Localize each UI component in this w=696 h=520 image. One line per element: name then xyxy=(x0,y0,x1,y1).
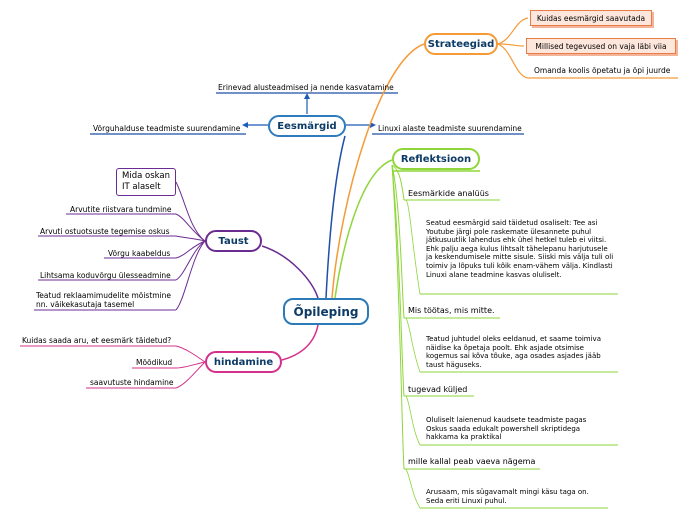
topic-reflektsioon[interactable]: Reflektsioon xyxy=(392,148,480,170)
strateegiad-item-1[interactable]: Millised tegevused on vaja läbi viia xyxy=(526,38,676,54)
taust-item-4[interactable]: Lihtsama koduvõrgu ülesseadmine xyxy=(40,271,171,280)
taust-item-2[interactable]: Arvuti ostuotsuste tegemise oskus xyxy=(40,227,170,236)
taust-item-1[interactable]: Arvutite riistvara tundmine xyxy=(70,205,172,214)
central-topic[interactable]: Õpileping xyxy=(283,298,369,325)
reflektsioon-section-title-3[interactable]: mille kallal peab vaeva nägema xyxy=(408,457,536,466)
topic-strateegiad[interactable]: Strateegiad xyxy=(424,33,498,55)
taust-item-5[interactable]: Teatud reklaamimudelite mõistmine nn. vä… xyxy=(36,291,172,309)
reflektsioon-section-title-0[interactable]: Eesmärkide analüüs xyxy=(408,189,489,198)
hindamine-item-0[interactable]: Kuidas saada aru, et eesmärk täidetud? xyxy=(22,336,172,345)
reflektsioon-section-text-0: Seatud eesmärgid said täidetud osaliselt… xyxy=(426,219,614,279)
reflektsioon-section-title-1[interactable]: Mis töötas, mis mitte. xyxy=(408,306,495,315)
hindamine-item-2[interactable]: saavutuste hindamine xyxy=(90,378,174,387)
taust-item-0[interactable]: Mida oskan IT alaselt xyxy=(116,168,176,196)
eesmargid-item-2[interactable]: Linuxi alaste teadmiste suurendamine xyxy=(378,124,522,133)
reflektsioon-section-text-1: Teatud juhtudel oleks eeldanud, et saame… xyxy=(426,335,601,369)
reflektsioon-section-text-2: Oluliselt laienenud kaudsete teadmiste p… xyxy=(426,416,587,442)
topic-taust[interactable]: Taust xyxy=(205,230,262,252)
taust-item-3[interactable]: Võrgu kaabeldus xyxy=(108,249,171,258)
hindamine-item-1[interactable]: Mõõdikud xyxy=(136,358,173,367)
eesmargid-item-0[interactable]: Erinevad alusteadmised ja nende kasvatam… xyxy=(218,83,394,92)
reflektsioon-section-text-3: Arusaam, mis sügavamalt mingi käsu taga … xyxy=(426,488,589,505)
reflektsioon-section-title-2[interactable]: tugevad küljed xyxy=(408,385,468,394)
strateegiad-item-2[interactable]: Omanda koolis õpetatu ja õpi juurde xyxy=(534,66,671,75)
strateegiad-item-0[interactable]: Kuidas eesmärgid saavutada xyxy=(530,10,652,26)
topic-hindamine[interactable]: hindamine xyxy=(205,351,282,373)
topic-eesmargid[interactable]: Eesmärgid xyxy=(268,115,346,137)
eesmargid-item-1[interactable]: Võrguhalduse teadmiste suurendamine xyxy=(93,124,241,133)
